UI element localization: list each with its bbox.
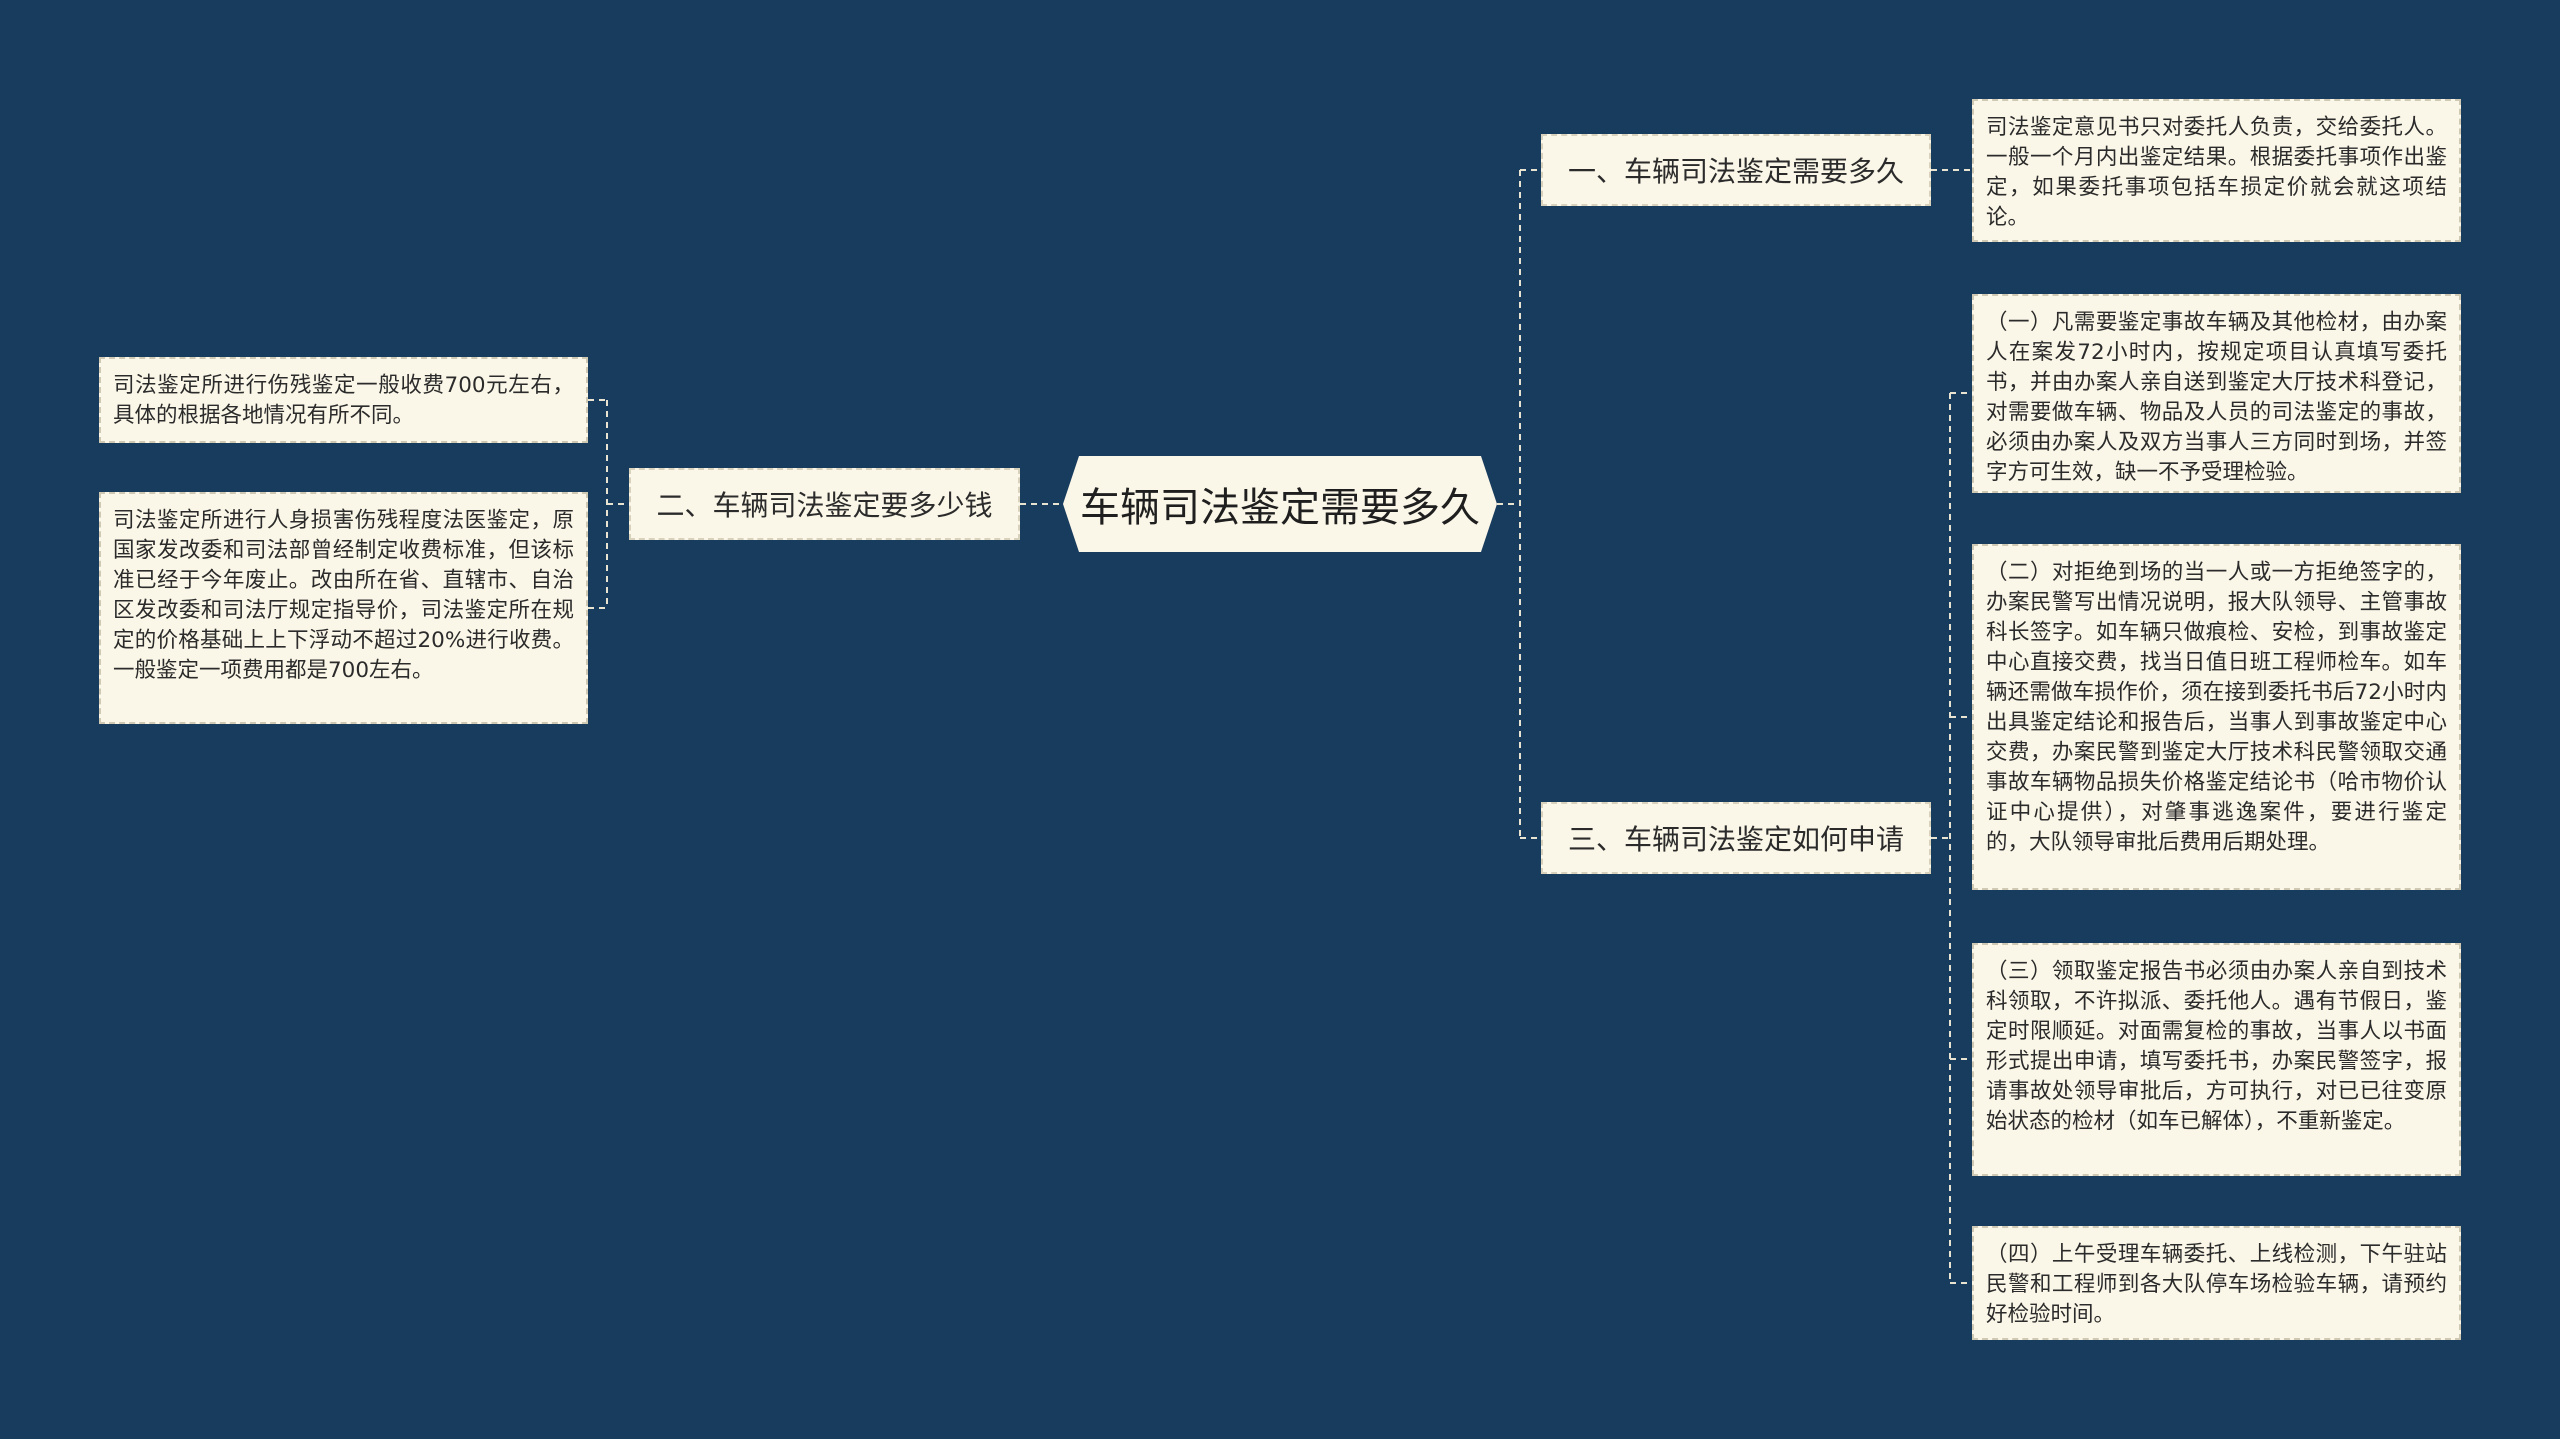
leaf-cost-1-text: 司法鉴定所进行伤残鉴定一般收费700元左右，具体的根据各地情况有所不同。 bbox=[113, 373, 574, 428]
branch-cost[interactable]: 二、车辆司法鉴定要多少钱 bbox=[629, 468, 1020, 540]
leaf-application-3[interactable]: （三）领取鉴定报告书必须由办案人亲自到技术科领取，不许拟派、委托他人。遇有节假日… bbox=[1972, 943, 2461, 1176]
leaf-application-1-text: （一）凡需要鉴定事故车辆及其他检材，由办案人在案发72小时内，按规定项目认真填写… bbox=[1986, 310, 2447, 485]
leaf-application-2[interactable]: （二）对拒绝到场的当一人或一方拒绝签字的，办案民警写出情况说明，报大队领导、主管… bbox=[1972, 544, 2461, 890]
leaf-application-3-text: （三）领取鉴定报告书必须由办案人亲自到技术科领取，不许拟派、委托他人。遇有节假日… bbox=[1986, 959, 2447, 1134]
branch-cost-label: 二、车辆司法鉴定要多少钱 bbox=[656, 489, 993, 522]
leaf-application-4[interactable]: （四）上午受理车辆委托、上线检测，下午驻站民警和工程师到各大队停车场检验车辆，请… bbox=[1972, 1226, 2461, 1340]
leaf-cost-2-text: 司法鉴定所进行人身损害伤残程度法医鉴定，原国家发改委和司法部曾经制定收费标准，但… bbox=[113, 508, 574, 683]
leaf-cost-2[interactable]: 司法鉴定所进行人身损害伤残程度法医鉴定，原国家发改委和司法部曾经制定收费标准，但… bbox=[99, 492, 588, 724]
leaf-application-2-text: （二）对拒绝到场的当一人或一方拒绝签字的，办案民警写出情况说明，报大队领导、主管… bbox=[1986, 560, 2447, 855]
leaf-application-1[interactable]: （一）凡需要鉴定事故车辆及其他检材，由办案人在案发72小时内，按规定项目认真填写… bbox=[1972, 294, 2461, 493]
leaf-application-4-text: （四）上午受理车辆委托、上线检测，下午驻站民警和工程师到各大队停车场检验车辆，请… bbox=[1986, 1242, 2447, 1327]
leaf-cost-1[interactable]: 司法鉴定所进行伤残鉴定一般收费700元左右，具体的根据各地情况有所不同。 bbox=[99, 357, 588, 443]
branch-application[interactable]: 三、车辆司法鉴定如何申请 bbox=[1541, 802, 1931, 874]
central-topic-label: 车辆司法鉴定需要多久 bbox=[1080, 485, 1480, 531]
central-topic[interactable]: 车辆司法鉴定需要多久 bbox=[1063, 456, 1497, 552]
branch-application-label: 三、车辆司法鉴定如何申请 bbox=[1567, 823, 1904, 856]
leaf-duration-1[interactable]: 司法鉴定意见书只对委托人负责，交给委托人。一般一个月内出鉴定结果。根据委托事项作… bbox=[1972, 99, 2461, 242]
leaf-duration-1-text: 司法鉴定意见书只对委托人负责，交给委托人。一般一个月内出鉴定结果。根据委托事项作… bbox=[1986, 115, 2447, 230]
branch-duration[interactable]: 一、车辆司法鉴定需要多久 bbox=[1541, 134, 1931, 206]
branch-duration-label: 一、车辆司法鉴定需要多久 bbox=[1567, 155, 1904, 188]
